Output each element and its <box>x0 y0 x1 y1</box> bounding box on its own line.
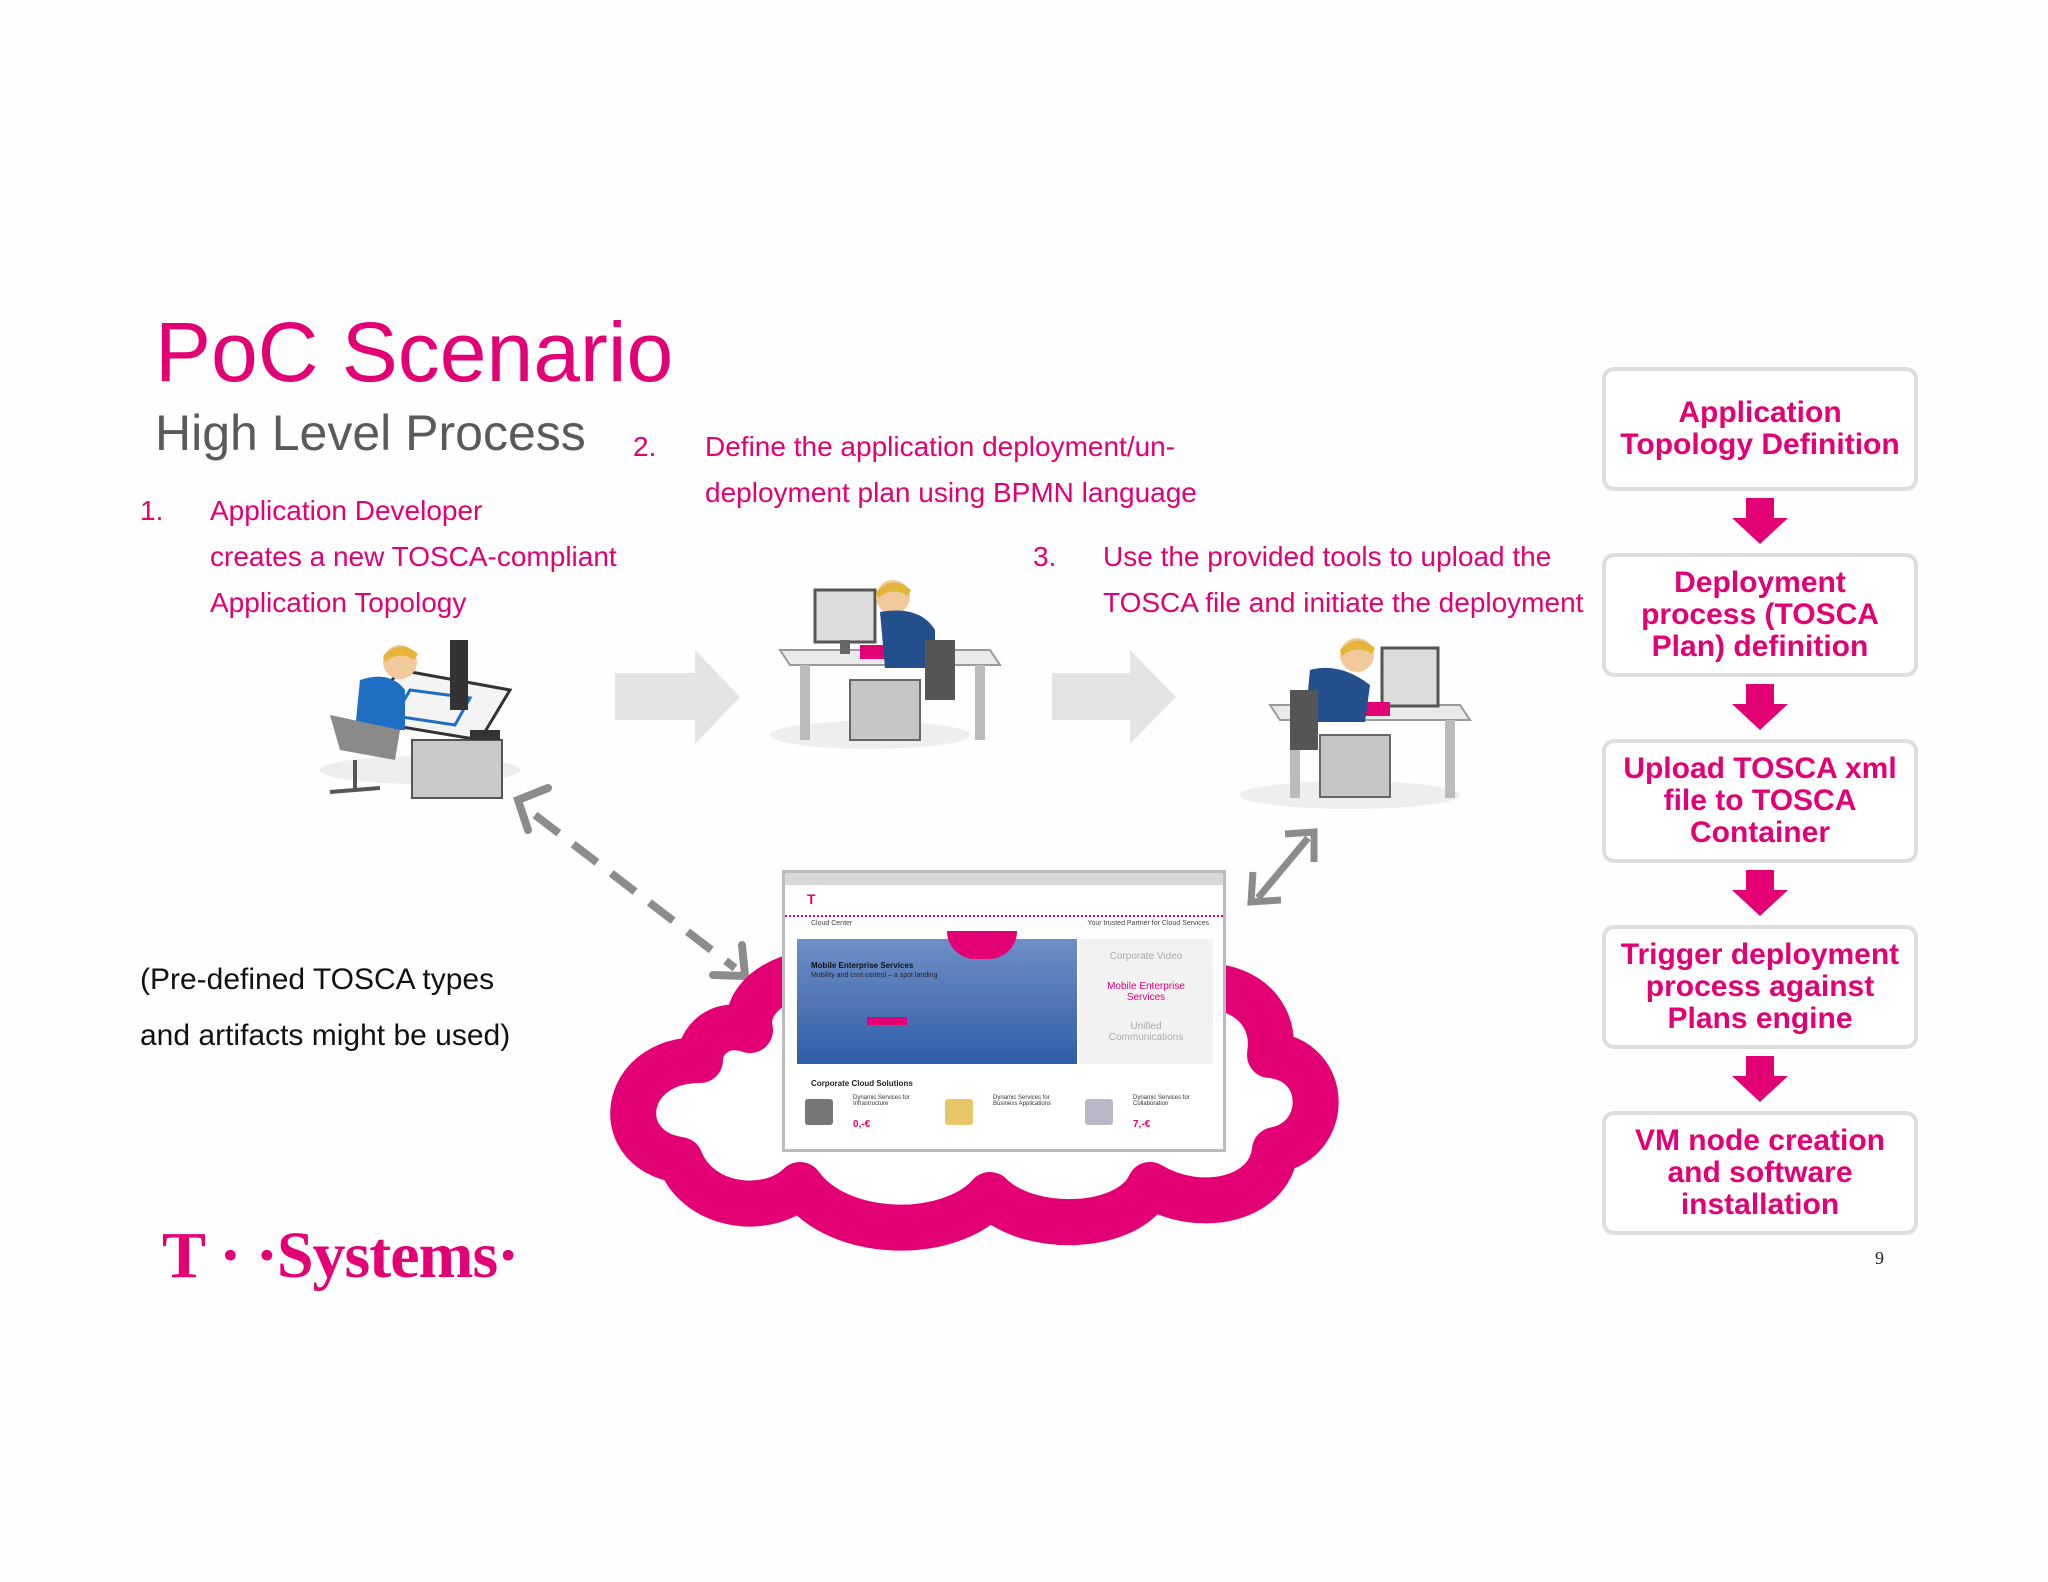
step-1-line-2: creates a new TOSCA-compliant <box>210 541 617 572</box>
step-1-line-3: Application Topology <box>210 587 467 618</box>
planner-figure-icon <box>770 580 1002 749</box>
product-1-icon <box>805 1099 833 1125</box>
portal-tagline: Your trusted Partner for Cloud Services <box>1087 920 1209 927</box>
arrow-down-icon <box>1732 684 1788 730</box>
flow-step-3: Upload TOSCA xml file to TOSCA Container <box>1602 739 1918 863</box>
step-3-number: 3. <box>1033 541 1057 572</box>
step-2-line-2: deployment plan using BPMN language <box>705 477 1197 508</box>
flow-step-2-label: Deployment process (TOSCA Plan) definiti… <box>1641 566 1879 663</box>
step-2-line-1: Define the application deployment/un- <box>705 431 1176 462</box>
browser-bar <box>785 873 1223 885</box>
flow-step-3-label: Upload TOSCA xml file to TOSCA Container <box>1623 752 1897 849</box>
flow-step-2: Deployment process (TOSCA Plan) definiti… <box>1602 553 1918 677</box>
arrow-right-icon <box>615 650 740 744</box>
step-1-line-1: Application Developer <box>210 495 483 526</box>
portal-section-title: Corporate Cloud Solutions <box>811 1079 913 1088</box>
step-3: 3. Use the provided tools to upload the … <box>1033 534 1603 634</box>
arrow-down-icon <box>1732 498 1788 544</box>
portal-side-menu: Corporate Video Mobile Enterprise Servic… <box>1079 939 1213 1064</box>
product-1-name: Dynamic Services for Infrastructure <box>853 1095 910 1107</box>
flow-step-4: Trigger deployment process against Plans… <box>1602 925 1918 1049</box>
flow-step-5: VM node creation and software installati… <box>1602 1111 1918 1235</box>
hero-subtitle: Mobility and cost control – a spot landi… <box>811 972 938 979</box>
product-row: Dynamic Services for Infrastructure 0,-€… <box>805 1095 1215 1149</box>
step-1: 1. Application Developer creates a new T… <box>140 488 660 628</box>
double-arrow-icon <box>1247 828 1318 906</box>
side-item-1[interactable]: Corporate Video <box>1109 951 1183 962</box>
portal-hero: Mobile Enterprise Services Mobility and … <box>797 931 1077 1064</box>
step-2: 2. Define the application deployment/un-… <box>633 424 1233 524</box>
product-2-icon <box>945 1099 973 1125</box>
deployer-figure-icon <box>1240 638 1472 809</box>
arrow-right-icon <box>1052 650 1176 744</box>
developer-figure-icon <box>320 640 520 799</box>
brand-t-icon: T <box>807 891 816 907</box>
portal-header: T <box>785 885 1223 917</box>
product-3-price: 7,-€ <box>1133 1119 1151 1130</box>
parachute-icon <box>947 931 1017 959</box>
flow-step-1-label: Application Topology Definition <box>1620 396 1900 461</box>
t-systems-logo: T · ·Systems· <box>162 1219 519 1292</box>
hero-title: Mobile Enterprise Services <box>811 961 914 970</box>
double-arrow-icon <box>513 784 750 981</box>
side-item-3[interactable]: Unified Communications <box>1108 1021 1184 1043</box>
step-3-line-1: Use the provided tools to upload the <box>1103 541 1552 572</box>
page-number: 9 <box>1875 1248 1884 1268</box>
page-subtitle: High Level Process <box>155 405 586 461</box>
step-3-line-2: TOSCA file and initiate the deployment <box>1103 587 1584 618</box>
flow-step-5-label: VM node creation and software installati… <box>1634 1124 1886 1221</box>
predefined-types-note: (Pre-defined TOSCA types and artifacts m… <box>140 952 660 1064</box>
product-3-icon <box>1085 1099 1113 1125</box>
arrow-down-icon <box>1732 1056 1788 1102</box>
hero-button[interactable] <box>867 1017 907 1025</box>
portal-header-label: Cloud Center <box>811 920 853 927</box>
step-1-number: 1. <box>140 495 164 526</box>
cloud-portal-screenshot: T Cloud Center Your trusted Partner for … <box>782 870 1226 1152</box>
product-1-price: 0,-€ <box>853 1119 871 1130</box>
arrow-down-icon <box>1732 870 1788 916</box>
side-item-2[interactable]: Mobile Enterprise Services <box>1107 981 1185 1003</box>
flow-step-1: Application Topology Definition <box>1602 367 1918 491</box>
portal-nav: Cloud Center Your trusted Partner for Cl… <box>785 917 1223 935</box>
product-3-name: Dynamic Services for Collaboration <box>1133 1095 1190 1107</box>
page-title: PoC Scenario <box>155 305 674 399</box>
product-2-name: Dynamic Services for Business Applicatio… <box>993 1095 1052 1107</box>
note-line-2: and artifacts might be used) <box>140 1019 511 1052</box>
note-line-1: (Pre-defined TOSCA types <box>140 963 495 996</box>
flow-step-4-label: Trigger deployment process against Plans… <box>1620 938 1900 1035</box>
step-2-number: 2. <box>633 431 657 462</box>
